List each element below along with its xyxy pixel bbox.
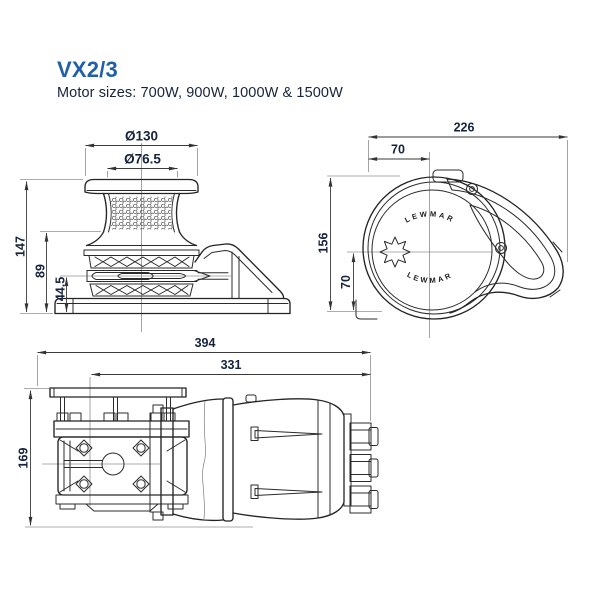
- side-dimensions: 226 70 156 70: [317, 121, 568, 312]
- dim-height-total: 147: [14, 236, 28, 257]
- brand-text-top: LEWMAR: [403, 209, 454, 224]
- dim-width-offset: 70: [391, 143, 405, 157]
- cover-arm: [446, 178, 564, 314]
- product-title: VX2/3: [57, 57, 118, 82]
- dim-side-height-total: 156: [317, 233, 331, 254]
- dim-length-mid: 331: [221, 358, 242, 372]
- deck-base: [54, 297, 291, 315]
- mounting-foot: [355, 299, 378, 320]
- front-view: 147 89 44.5 Ø130 Ø76.5: [14, 129, 291, 332]
- motor-fin: [254, 488, 323, 496]
- dim-diameter-drum: Ø76.5: [124, 152, 161, 167]
- dim-height-chain: 44.5: [54, 277, 68, 301]
- below-deck-dimensions: 394 331 169: [17, 336, 371, 526]
- below-deck-view: 394 331 169: [17, 336, 379, 528]
- title-block: VX2/3 Motor sizes: 700W, 900W, 1000W & 1…: [57, 57, 343, 102]
- cable-glands: [349, 422, 379, 514]
- motor-fin: [254, 430, 323, 439]
- motor-sizes-subtitle: Motor sizes: 700W, 900W, 1000W & 1500W: [57, 85, 343, 102]
- dim-below-height-total: 169: [17, 448, 31, 469]
- chain-link: [117, 273, 186, 279]
- drum-perforations: [110, 196, 173, 230]
- gearbox: [53, 412, 190, 512]
- svg-text:LEWMAR: LEWMAR: [403, 209, 456, 224]
- front-dimensions: 147 89 44.5 Ø130 Ø76.5: [14, 129, 198, 314]
- dim-height-mid: 89: [34, 264, 48, 278]
- crank-socket-star: [379, 236, 411, 268]
- motor-coupling: [149, 398, 224, 522]
- dim-width-total: 226: [454, 121, 475, 135]
- brand-text-bottom: LEWMAR: [406, 270, 452, 285]
- svg-text:LEWMAR: LEWMAR: [406, 270, 455, 285]
- dim-side-height-center: 70: [339, 275, 353, 289]
- chainpipe-cover-arm: [194, 243, 285, 300]
- gypsy-chainwheel: [60, 255, 231, 297]
- side-view: LEWMAR LEWMAR 226 70 156 70: [317, 121, 568, 338]
- dim-length-total: 394: [195, 336, 216, 350]
- motor: [222, 394, 352, 522]
- gearbox-boss: [101, 452, 125, 476]
- dim-diameter-top: Ø130: [125, 129, 158, 144]
- motor-cover-housing: LEWMAR LEWMAR: [355, 169, 507, 320]
